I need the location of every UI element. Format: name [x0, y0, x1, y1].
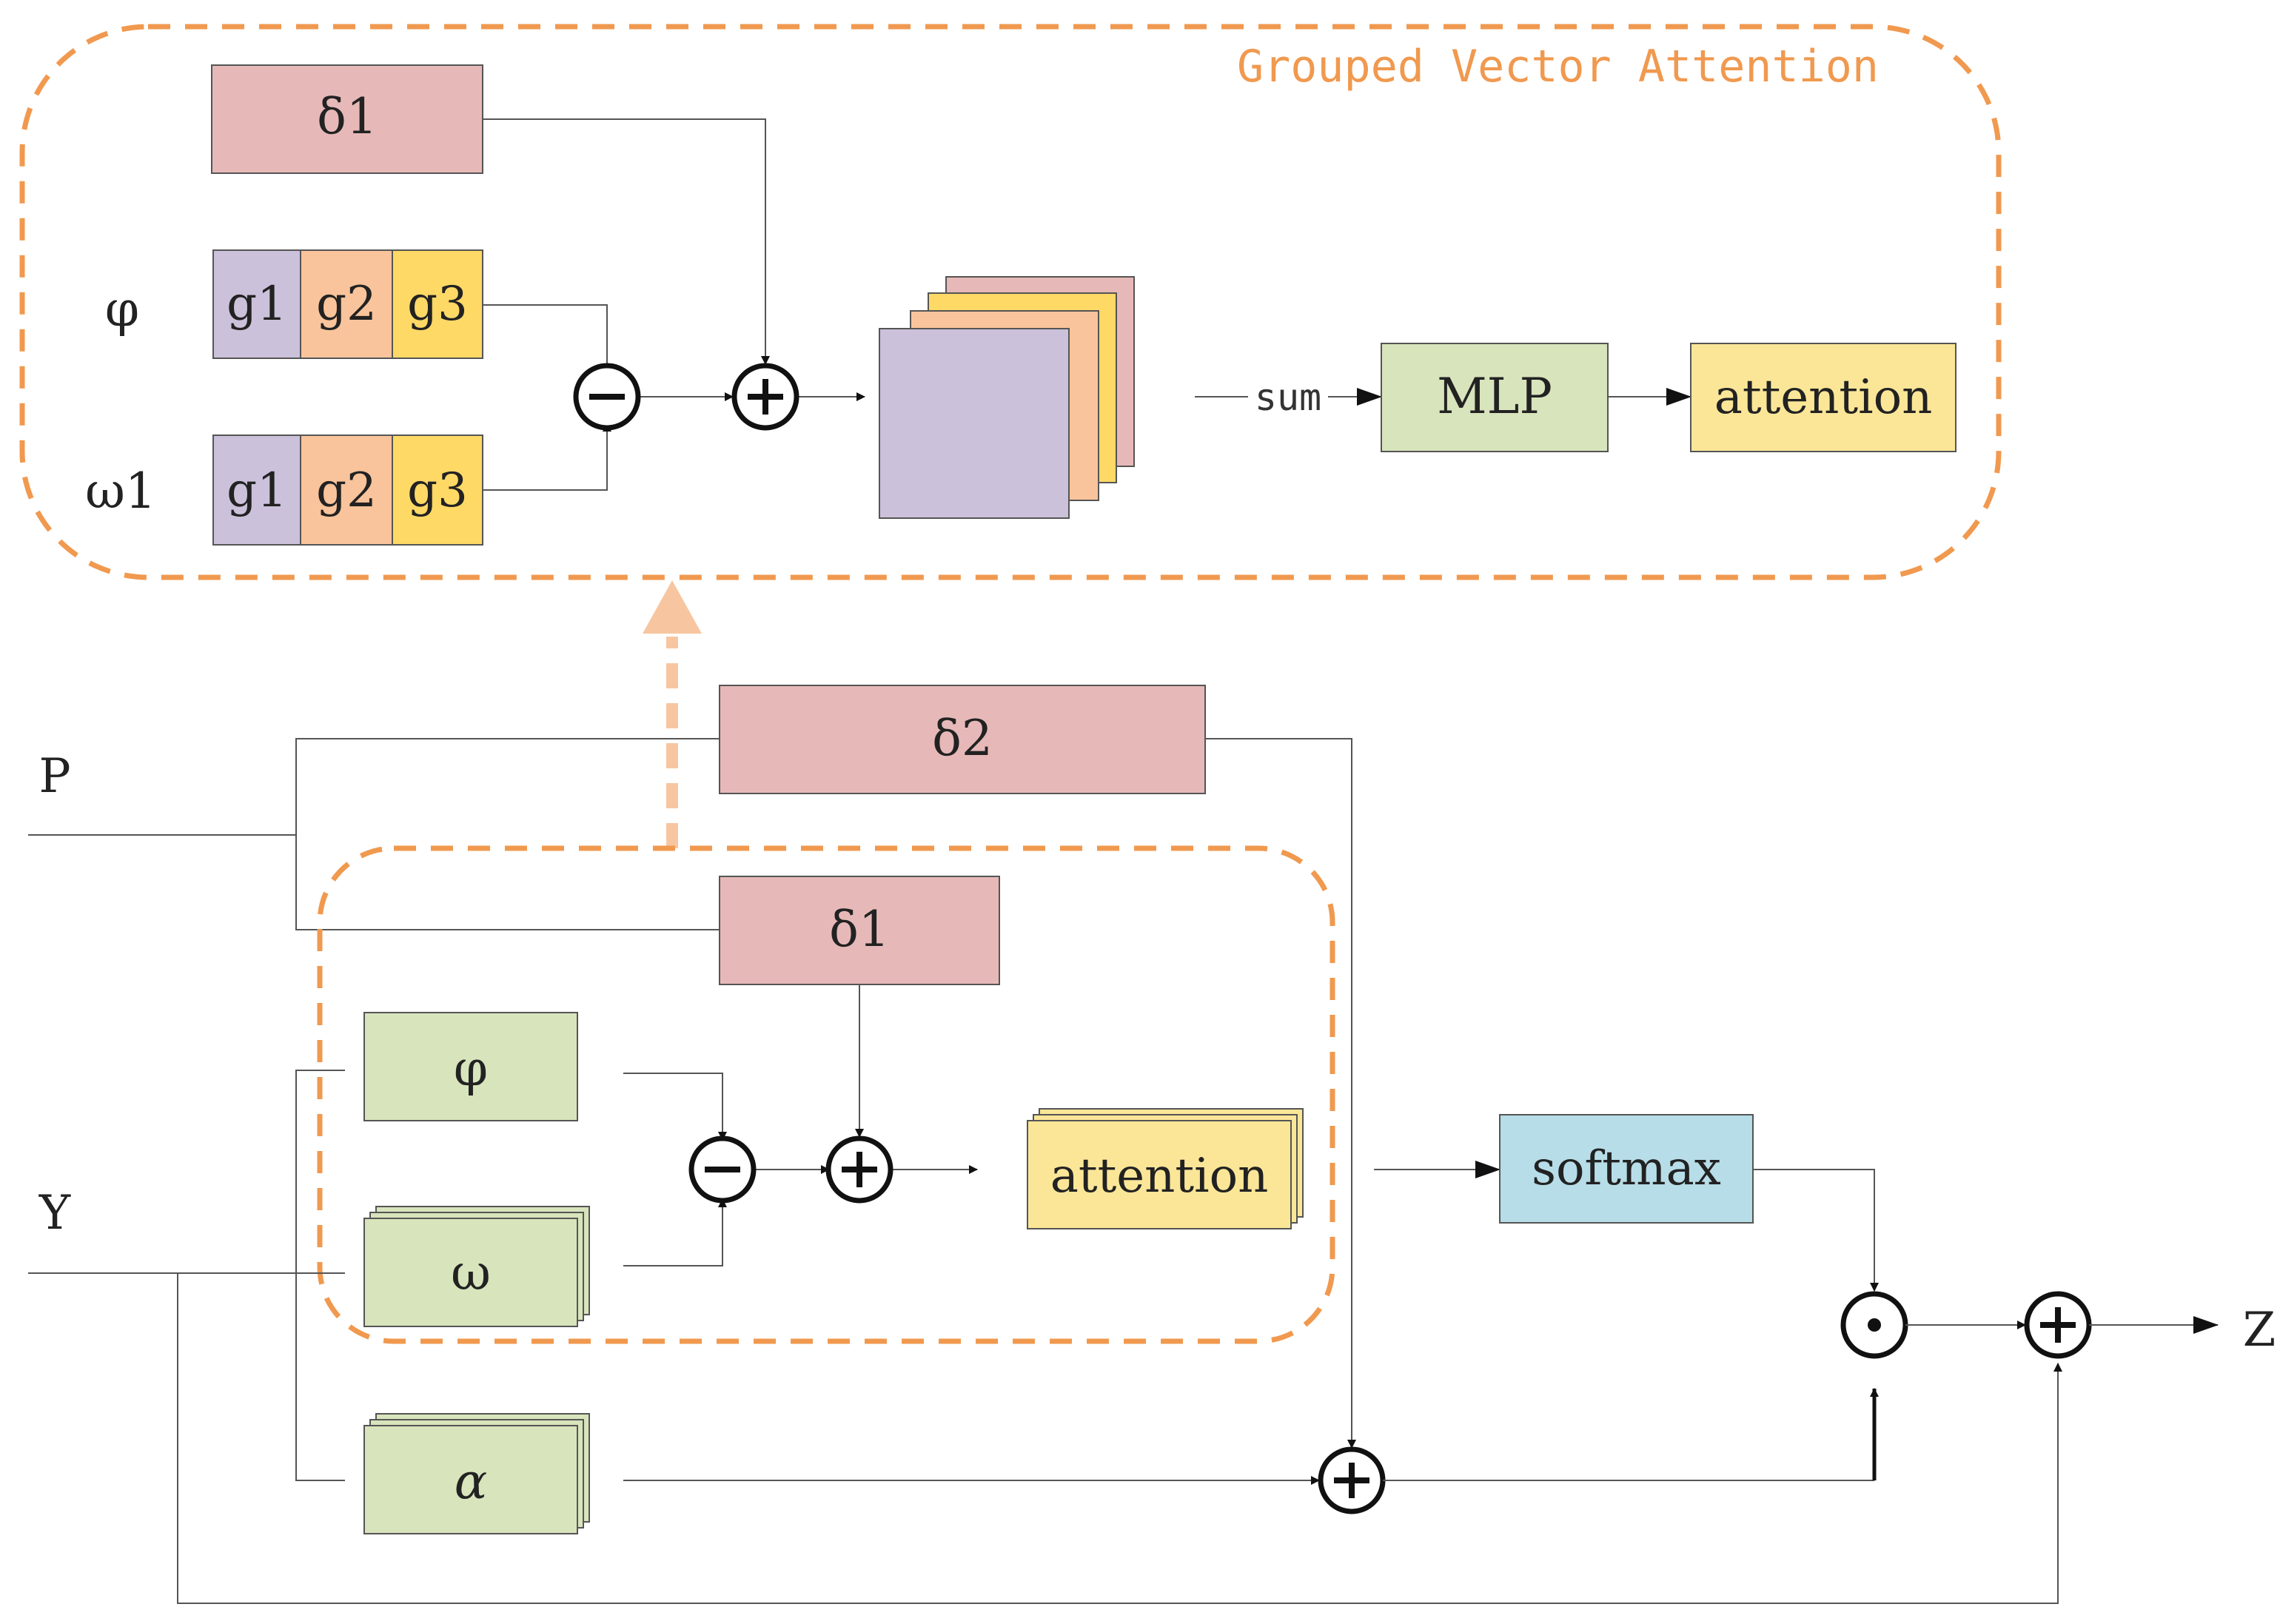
- gva-omega-g1-label: g1: [227, 463, 287, 518]
- gva-omega-g3-label: g3: [407, 463, 468, 518]
- gva-omega-g3-box: [392, 434, 483, 546]
- softmax-label: softmax: [1532, 1141, 1721, 1196]
- plus-operator: [825, 1135, 893, 1204]
- y-branch-wire: [295, 1070, 345, 1273]
- gva-phi-g1-label: g1: [227, 277, 287, 332]
- gva-phi-g3-box: [392, 249, 483, 359]
- y-residual-wire: [177, 1273, 2062, 1604]
- delta2-to-plus-wire: [1205, 738, 1356, 1449]
- gva-plus-operator: [731, 363, 799, 431]
- omega-label: ω: [451, 1244, 491, 1301]
- gva-phi-g2-box: [300, 249, 393, 359]
- gva-attention-label: attention: [1714, 370, 1933, 425]
- attention-stack: [1027, 1108, 1304, 1229]
- input-y-label: Y: [38, 1186, 71, 1241]
- omega-to-minus-wire: [623, 1198, 727, 1266]
- phi-to-minus-wire: [623, 1073, 727, 1141]
- main-block: P Y Z δ2 δ1 φ ω: [28, 685, 2276, 1604]
- gva-title: Grouped Vector Attention: [1237, 41, 1879, 93]
- omega-stack: [363, 1206, 590, 1327]
- delta2-box: [719, 685, 1206, 794]
- softmax-box: [1499, 1114, 1754, 1224]
- gva-omega-g2-label: g2: [316, 463, 377, 518]
- gva-delta1-box: [211, 64, 483, 174]
- gva-phi-g1-box: [212, 249, 301, 359]
- gva-omega-g2-box: [300, 434, 393, 546]
- softmax-to-dot-wire: [1753, 1169, 1879, 1292]
- minus-operator: [688, 1135, 757, 1204]
- residual-plus-operator: [2024, 1291, 2092, 1359]
- p-to-delta2-wire: [295, 738, 720, 835]
- phi-box: [363, 1012, 578, 1121]
- y-to-alpha-wire: [295, 1273, 345, 1481]
- delta1-label: δ1: [829, 901, 890, 958]
- value-plus-operator: [1318, 1446, 1386, 1514]
- gva-phi-to-minus-wire: [483, 304, 611, 372]
- p-to-delta1-wire: [295, 835, 720, 930]
- gva-phi-g3-label: g3: [407, 277, 468, 332]
- gva-sum-label: sum: [1255, 376, 1321, 419]
- gva-minus-operator: [573, 363, 641, 431]
- gva-mlp-label: MLP: [1437, 368, 1552, 425]
- gva-omega1-label: ω1: [85, 463, 156, 520]
- gva-delta1-label: δ1: [317, 88, 378, 145]
- alpha-label: α: [455, 1453, 488, 1510]
- gva-attention-box: [1690, 343, 1957, 452]
- output-z-label: Z: [2243, 1303, 2276, 1358]
- phi-label: φ: [454, 1040, 488, 1097]
- input-p-label: P: [38, 749, 70, 804]
- zoom-indicator-arrow: [643, 580, 702, 848]
- attention-label: attention: [1050, 1149, 1269, 1204]
- hadamard-operator: [1840, 1291, 1908, 1359]
- gva-omega-to-minus-wire: [483, 423, 611, 491]
- gva-grouped-feature-stack: [879, 276, 1135, 519]
- gva-phi-label: φ: [105, 281, 139, 338]
- gva-panel: Grouped Vector Attention δ1 φ g1 g2 g3 ω…: [19, 24, 2002, 580]
- gva-omega-g1-box: [212, 434, 301, 546]
- gva-delta1-to-plus-wire: [483, 118, 770, 365]
- gva-dashed-boundary: [19, 24, 2002, 580]
- delta2-label: δ2: [932, 710, 993, 767]
- inner-attention-dashed-boundary: [317, 845, 1335, 1344]
- gva-phi-g2-label: g2: [316, 277, 377, 332]
- delta1-box: [719, 876, 1000, 985]
- alpha-stack: [363, 1413, 590, 1534]
- gva-mlp-box: [1381, 343, 1609, 452]
